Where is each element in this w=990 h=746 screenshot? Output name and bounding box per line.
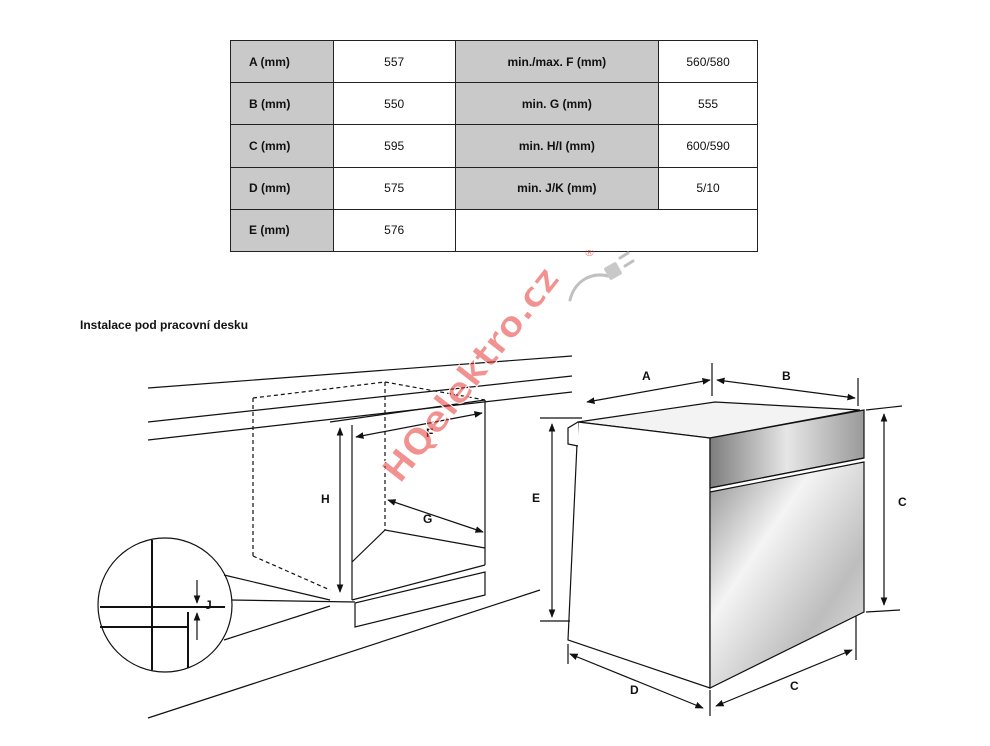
dimension-label: C (mm) [230,124,334,168]
dimension-letter-g: G [423,512,432,526]
hqelektro-watermark: HQelektro.cz ® [374,250,635,491]
section-heading: Instalace pod pracovní desku [80,318,249,332]
dimension-value: 600/590 [658,124,758,168]
dimension-value: 555 [658,82,758,126]
dimension-table: A (mm) 557 min./max. F (mm) 560/580 B (m… [230,39,759,253]
dimension-label: min. J/K (mm) [454,166,660,210]
dimension-value: 560/580 [658,39,758,84]
dimension-value: 550 [332,82,456,126]
dimension-letter-c-bottom: C [790,679,799,693]
oven-drawing [540,363,903,716]
dimension-label: E (mm) [230,208,334,253]
dimension-letter-e: E [532,491,540,505]
dimension-label: min. G (mm) [454,82,660,126]
dimension-value: 5/10 [658,166,758,210]
cabinet-drawing [97,355,573,719]
dimension-letter-h: H [321,492,330,506]
dimension-value: 595 [332,124,456,168]
dimension-label: D (mm) [230,166,334,210]
table-row: C (mm) 595 min. H/I (mm) 600/590 [230,124,758,168]
dimension-letter-c-right: C [898,495,907,509]
empty-cell [454,208,759,253]
table-row: B (mm) 550 min. G (mm) 555 [230,82,758,126]
watermark-registered-mark: ® [584,250,595,259]
table-row: E (mm) 576 [230,208,759,253]
dimension-label: B (mm) [230,82,334,126]
dimension-letter-j: J [205,598,212,612]
dimension-label: A (mm) [230,39,334,84]
dimension-letter-d: D [630,683,639,697]
dimension-value: 576 [332,208,456,253]
dimension-letter-b: B [782,369,791,383]
dimension-letter-f: F [426,426,433,440]
dimension-label: min. H/I (mm) [454,124,660,168]
dimension-letter-a: A [642,369,651,383]
table-row: A (mm) 557 min./max. F (mm) 560/580 [230,39,758,84]
dimension-value: 575 [332,166,456,210]
table-row: D (mm) 575 min. J/K (mm) 5/10 [230,166,758,210]
plug-icon [568,251,635,302]
watermark-text: HQelektro.cz [375,259,568,490]
